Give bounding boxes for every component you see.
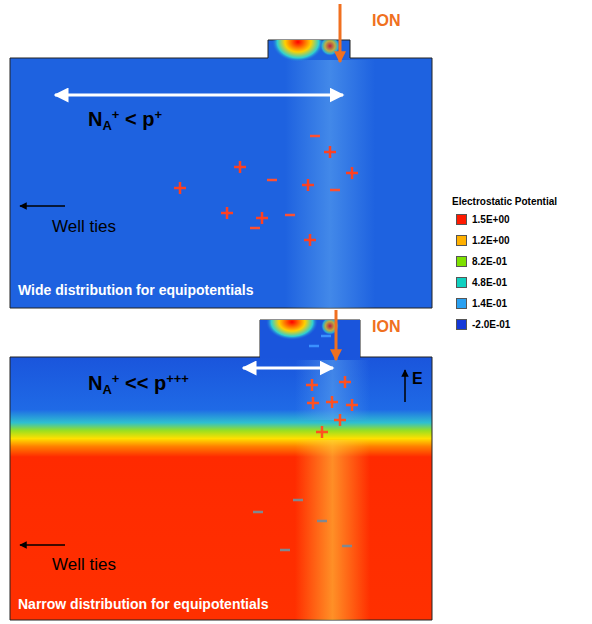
positive-charge — [339, 376, 351, 388]
well-ties-label: Well ties — [52, 556, 116, 575]
positive-charge — [334, 414, 346, 426]
legend-swatch — [456, 277, 467, 288]
legend-value: 1.4E-01 — [472, 298, 507, 309]
legend-swatch — [456, 214, 467, 225]
doping-relation: NA+ < p+ — [88, 108, 162, 133]
negative-charge — [321, 335, 331, 338]
legend-value: 4.8E-01 — [472, 277, 507, 288]
charge-symbols — [174, 136, 358, 550]
positive-charge — [234, 161, 246, 173]
negative-charge — [285, 214, 295, 217]
positive-charge — [307, 397, 319, 409]
panel-caption: Wide distribution for equipotentials — [18, 283, 254, 298]
negative-charge — [317, 520, 327, 523]
positive-charge — [256, 212, 268, 224]
positive-charge — [346, 399, 358, 411]
positive-charge — [316, 426, 328, 438]
positive-charge — [221, 207, 233, 219]
legend-value: 8.2E-01 — [472, 256, 507, 267]
positive-charge — [304, 234, 316, 246]
well-ties-label: Well ties — [52, 218, 116, 237]
positive-charge — [302, 179, 314, 191]
negative-charge — [310, 135, 320, 138]
negative-charge — [267, 179, 277, 182]
legend-swatch — [456, 319, 467, 330]
negative-charge — [293, 499, 303, 502]
legend-swatch — [456, 256, 467, 267]
legend-swatch — [456, 298, 467, 309]
ion-label: ION — [372, 12, 400, 30]
legend-title: Electrostatic Potential — [452, 196, 557, 207]
legend-entry: 1.4E-01 — [456, 298, 507, 309]
legend-entry: 8.2E-01 — [456, 256, 507, 267]
negative-charge — [330, 189, 340, 192]
negative-charge — [250, 227, 260, 230]
legend-value: -2.0E-01 — [472, 319, 510, 330]
positive-charge — [324, 146, 336, 158]
positive-charge — [346, 167, 358, 179]
ion-label: ION — [372, 318, 400, 336]
negative-charge — [280, 549, 290, 552]
field-label: E — [412, 370, 423, 388]
positive-charge — [326, 396, 338, 408]
negative-charge — [342, 545, 352, 548]
legend-entry: 1.5E+00 — [456, 214, 510, 225]
doping-relation: NA+ << p+++ — [88, 372, 189, 397]
legend-entry: 4.8E-01 — [456, 277, 507, 288]
positive-charge — [306, 379, 318, 391]
legend-entry: 1.2E+00 — [456, 235, 510, 246]
negative-charge — [309, 345, 319, 348]
panel-caption: Narrow distribution for equipotentials — [18, 597, 268, 612]
legend-value: 1.2E+00 — [472, 235, 510, 246]
legend-value: 1.5E+00 — [472, 214, 510, 225]
negative-charge — [253, 511, 263, 514]
legend-swatch — [456, 235, 467, 246]
positive-charge — [174, 182, 186, 194]
legend-entry: -2.0E-01 — [456, 319, 510, 330]
